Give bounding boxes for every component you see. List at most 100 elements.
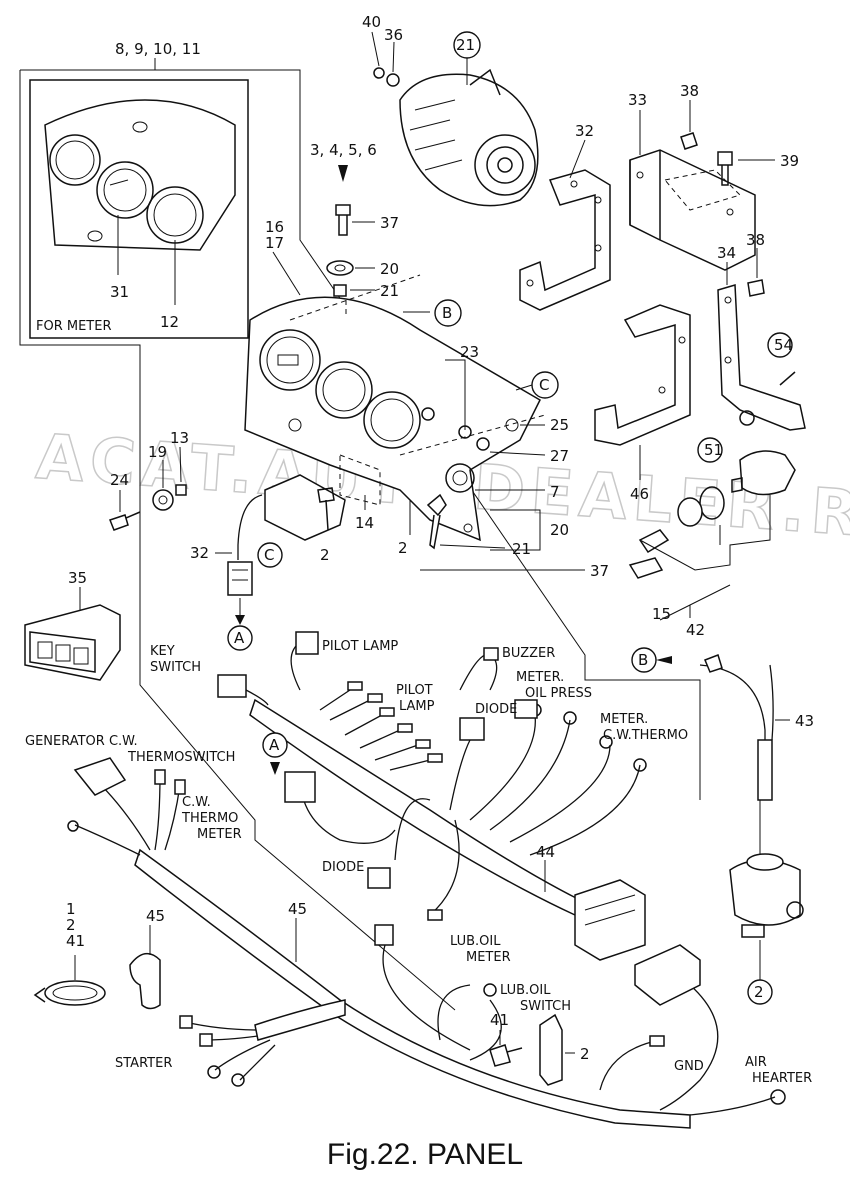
cable-35 (699, 664, 766, 790)
label-cw-3: METER (197, 827, 242, 842)
letter-A2: A (269, 736, 280, 754)
callout-37b: 24 (110, 471, 129, 489)
label-meter-cw-2: C.W.THERMO (603, 728, 688, 743)
callout-31: 12 (160, 313, 179, 331)
nut-2b (739, 410, 755, 426)
pilot-lamp-2-connector (459, 717, 485, 741)
bracket-33 (629, 149, 756, 271)
callout-46: 42 (686, 621, 705, 639)
label-cw-1: C.W. (182, 795, 211, 810)
bracket-34 (717, 284, 806, 431)
harness-15 (249, 698, 581, 917)
callout-40: 40 (362, 13, 381, 31)
bolt-38b (747, 279, 765, 297)
connector-13 (227, 561, 253, 596)
diode-2 (367, 867, 391, 889)
callout-14: 2 (398, 539, 408, 557)
callout-2c: 45 (288, 900, 307, 918)
label-key-1: KEY (150, 644, 175, 659)
callout-37a: 37 (380, 214, 399, 232)
letter-C1: C (539, 376, 549, 394)
bracket-32-lower (594, 304, 691, 446)
callout-15: 44 (536, 843, 555, 861)
connector-15 (574, 879, 646, 961)
callout-38b: 38 (746, 231, 765, 249)
callout-30: 31 (110, 283, 129, 301)
screw-2a (779, 371, 796, 386)
callout-2d: 2 (754, 983, 764, 1001)
label-meter-oil-1: METER. (516, 670, 564, 685)
callout-43: 2 (66, 916, 76, 934)
callout-2b: 51 (704, 441, 723, 459)
label-pilot-2a: PILOT (396, 683, 433, 698)
callout-2a: 54 (774, 336, 793, 354)
indicator-box-54 (24, 604, 121, 681)
callout-1: 45 (146, 907, 165, 925)
bolt-38a (680, 132, 698, 150)
thermoswitch (73, 757, 127, 796)
letter-B2: B (638, 651, 648, 669)
inset-for-meter: FOR METER (29, 79, 249, 339)
grommet-20b (152, 489, 174, 511)
callout-22: 27 (550, 447, 569, 465)
callout-39: 39 (780, 152, 799, 170)
callout-12: 23 (460, 343, 479, 361)
callout-24: 2 (320, 546, 330, 564)
label-diode-1: DIODE (475, 702, 517, 717)
callout-21b: 21 (380, 282, 399, 300)
label-buzzer: BUZZER (502, 646, 555, 661)
callout-44: 41 (66, 932, 85, 950)
label-pilot-2b: LAMP (399, 699, 435, 714)
pilot-lamp-connector (295, 631, 319, 655)
callout-20b: 19 (148, 443, 167, 461)
label-diode-2: DIODE (322, 860, 364, 875)
label-pilot-lamp: PILOT LAMP (322, 639, 398, 654)
callout-23: 7 (550, 483, 560, 501)
key-switch-connector (217, 674, 247, 698)
callout-18: 25 (550, 416, 569, 434)
callout-33: 33 (628, 91, 647, 109)
label-lub-switch-2: SWITCH (520, 999, 571, 1014)
label-air-1: AIR (745, 1055, 767, 1070)
nut-40 (373, 67, 385, 79)
figure-caption: Fig.22. PANEL (326, 1138, 524, 1171)
bolt-45 (489, 1044, 523, 1067)
label-key-2: SWITCH (150, 660, 201, 675)
callout-51: 15 (652, 605, 671, 623)
callout-27: 21 (512, 540, 531, 558)
inset-label: FOR METER (36, 319, 112, 334)
group-outline (20, 69, 701, 800)
letter-A1: A (234, 629, 245, 647)
callout-32a: 32 (575, 122, 594, 140)
callout-34: 34 (717, 244, 736, 262)
callout-7: 37 (590, 562, 609, 580)
letter-C2: C (264, 546, 274, 564)
inset-ref: 8, 9, 10, 11 (115, 40, 201, 58)
callout-36: 36 (384, 26, 403, 44)
callout-25: 20 (550, 521, 569, 539)
group-outline-lower (19, 70, 456, 1011)
key-switch-assembly (628, 450, 796, 579)
clamp-42-44 (33, 980, 106, 1006)
callout-42: 1 (66, 900, 76, 918)
connector-a (284, 771, 316, 803)
callout-38a: 38 (680, 82, 699, 100)
label-lub-switch-1: LUB.OIL (500, 983, 551, 998)
label-air-2: HEARTER (752, 1071, 812, 1086)
diode-1 (514, 699, 538, 719)
label-gen-2: THERMOSWITCH (127, 750, 235, 765)
bolt-24 (317, 487, 335, 531)
callout-20a: 20 (380, 260, 399, 278)
starter-branch (254, 999, 346, 1041)
harness-2 (134, 848, 691, 1129)
bushing-21b (175, 484, 187, 496)
bolt-37a (335, 204, 351, 236)
callout-32b: 46 (630, 485, 649, 503)
washer-36 (386, 73, 400, 87)
label-cw-2: THERMO (181, 811, 238, 826)
label-gnd: GND (674, 1059, 704, 1074)
label-lub-meter-2: METER (466, 950, 511, 965)
bracket-32-upper (519, 169, 611, 311)
callout-3456: 3, 4, 5, 6 (310, 141, 377, 159)
callout-41: 2 (580, 1045, 590, 1063)
